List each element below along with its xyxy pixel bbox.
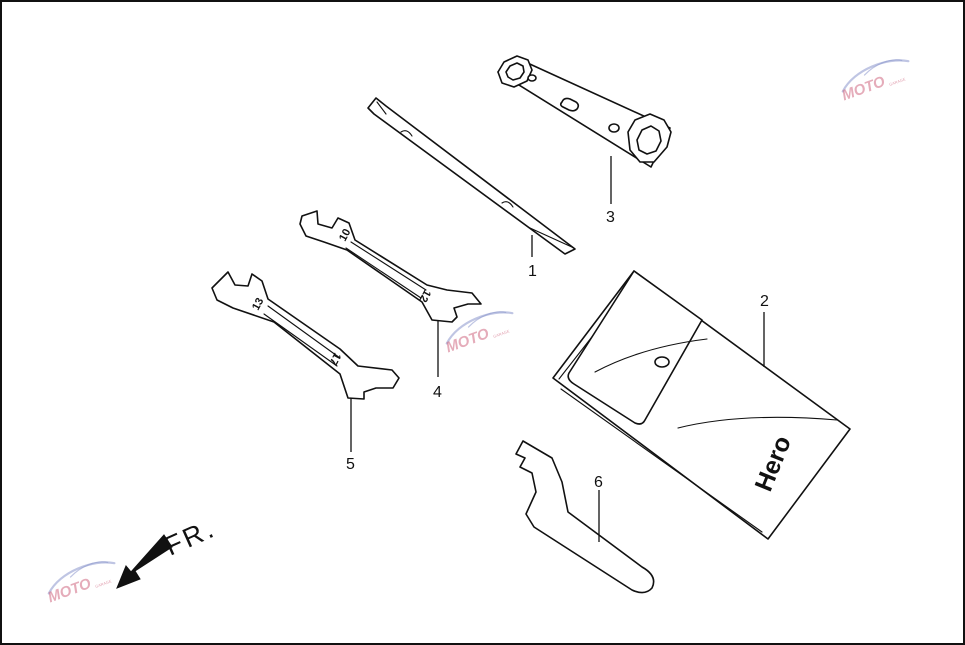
wrench-size-13: 13 bbox=[250, 296, 266, 312]
callout-3: 3 bbox=[606, 209, 615, 226]
svg-text:MOTO: MOTO bbox=[46, 575, 94, 606]
callout-6: 6 bbox=[594, 474, 603, 491]
svg-text:MOTO: MOTO bbox=[840, 73, 888, 104]
leader-lines bbox=[350, 156, 765, 542]
callout-2: 2 bbox=[760, 293, 769, 310]
svg-text:GARAGE: GARAGE bbox=[492, 328, 510, 339]
front-direction-arrow bbox=[116, 534, 173, 589]
watermark-bottom-left: MOTO GARAGE bbox=[43, 554, 118, 606]
svg-text:GARAGE: GARAGE bbox=[888, 76, 906, 87]
callout-1: 1 bbox=[528, 263, 537, 280]
screwdriver bbox=[367, 97, 576, 255]
tool-pouch: Hero bbox=[552, 270, 851, 540]
watermark-top-right: MOTO GARAGE bbox=[837, 52, 912, 104]
c-spanner bbox=[515, 440, 655, 594]
svg-text:MOTO: MOTO bbox=[444, 325, 492, 356]
front-label: FR. bbox=[160, 513, 220, 562]
wrench-size-10: 10 bbox=[337, 227, 353, 243]
wrench-size-12: 12 bbox=[417, 288, 433, 304]
callout-4: 4 bbox=[433, 384, 442, 401]
wrench-10-12: 10 12 bbox=[299, 210, 482, 323]
wrench-13-17: 13 17 bbox=[211, 271, 400, 400]
svg-text:GARAGE: GARAGE bbox=[94, 578, 112, 589]
wrench-size-17: 17 bbox=[327, 351, 343, 367]
callout-5: 5 bbox=[346, 456, 355, 473]
box-spanner bbox=[497, 55, 672, 168]
